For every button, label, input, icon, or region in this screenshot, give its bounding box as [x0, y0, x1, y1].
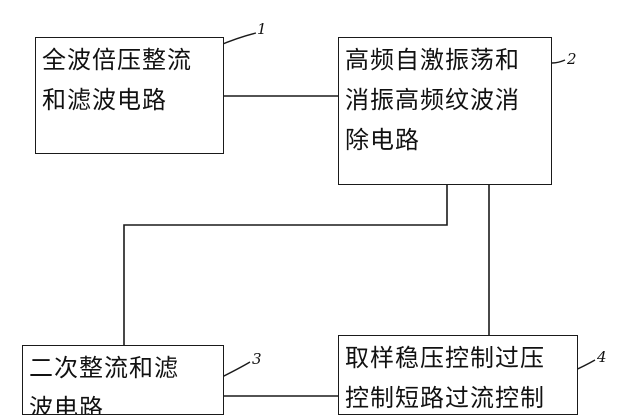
block-4-line-1: 取样稳压控制过压: [345, 344, 545, 372]
ref-number-3: 3: [252, 350, 262, 368]
block-secondary-rectifier-filter: 二次整流和滤 波电路: [22, 345, 224, 415]
block-hf-oscillation-ripple: 高频自激振荡和 消振高频纹波消 除电路: [338, 37, 552, 185]
block-4-line-2: 控制短路过流控制: [345, 384, 545, 412]
connector-2-3: [123, 185, 448, 345]
block-1-line-2: 和滤波电路: [42, 86, 167, 114]
block-3-line-2: 波电路: [29, 394, 104, 415]
ref-number-1: 1: [257, 20, 267, 38]
block-1-line-1: 全波倍压整流: [42, 46, 192, 74]
block-2-line-2: 消振高频纹波消: [345, 86, 520, 114]
block-2-line-3: 除电路: [345, 126, 420, 154]
block-2-line-1: 高频自激振荡和: [345, 46, 520, 74]
block-sampling-regulation-protection: 取样稳压控制过压 控制短路过流控制: [338, 335, 578, 415]
ref-number-4: 4: [597, 348, 607, 366]
ref-number-2: 2: [567, 50, 577, 68]
block-3-line-1: 二次整流和滤: [29, 354, 179, 382]
block-full-wave-voltage-doubler: 全波倍压整流 和滤波电路: [35, 37, 224, 154]
